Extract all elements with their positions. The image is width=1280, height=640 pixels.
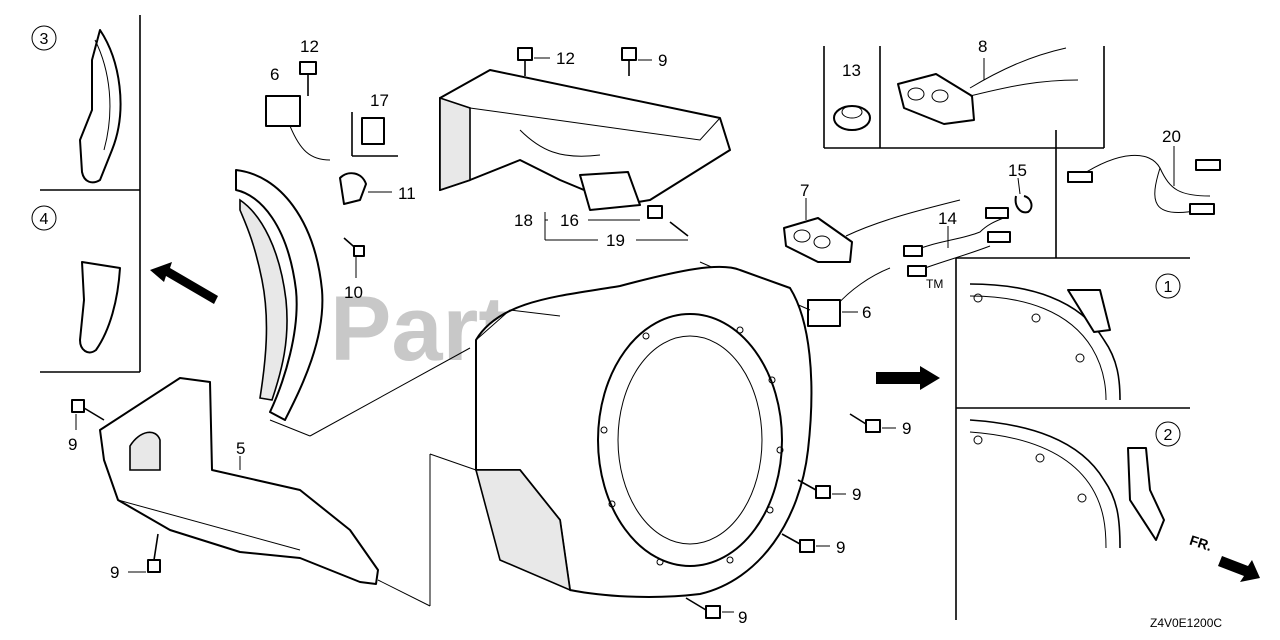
inset-2-label: 2: [1164, 427, 1173, 444]
part-9-bolt-bottom: 9: [685, 597, 747, 627]
callout-14: 14: [938, 209, 957, 228]
part-air-guide: [439, 69, 731, 211]
part-12-bolt-center: 12: [517, 47, 575, 76]
callout-19: 19: [606, 231, 625, 250]
fr-label: FR.: [1188, 532, 1214, 554]
callout-9-left: 9: [68, 435, 77, 454]
inset-frame-right: [955, 257, 1190, 620]
callout-12-left: 12: [300, 37, 319, 56]
callout-7: 7: [800, 181, 809, 200]
diagram-code: Z4V0E1200C: [1150, 616, 1222, 630]
callout-6-right: 6: [862, 303, 871, 322]
inset-frame-top-right: [823, 46, 1105, 149]
part-5-lower-shroud: 5: [99, 377, 431, 607]
inset-4-circle: [31, 205, 57, 231]
callout-9-center-1: 9: [852, 485, 861, 504]
callout-9-top: 9: [658, 51, 667, 70]
part-9-bolt-top: 9: [621, 47, 667, 76]
part-fan-shroud: [429, 265, 813, 606]
direction-arrow-icon: [150, 262, 218, 304]
callout-5: 5: [236, 439, 245, 458]
callout-9-center-2: 9: [836, 538, 845, 557]
inset-1-circle: [1155, 273, 1181, 299]
part-6-pulser-left: 6: [265, 65, 331, 161]
part-10-bolt: 10: [343, 237, 365, 302]
part-14-harness: 14: [903, 207, 1011, 277]
part-9-bolt-center-2: 9: [781, 533, 845, 557]
callout-9-right: 9: [902, 419, 911, 438]
part-16-18-19-hardware: 18 16 19: [514, 205, 689, 250]
cover-variant-3: [79, 29, 122, 184]
part-9-bolt-bottom-left: 9: [110, 533, 161, 582]
inset-3: 3: [31, 25, 122, 184]
inset-frame-left: [40, 15, 141, 373]
callout-17: 17: [370, 91, 389, 110]
part-8-sensor: 8: [897, 37, 1079, 125]
callout-10: 10: [344, 283, 363, 302]
callout-12-center: 12: [556, 49, 575, 68]
callout-9-bottom-left: 9: [110, 563, 119, 582]
part-13-grommet: 13: [833, 61, 871, 131]
callout-18: 18: [514, 211, 533, 230]
part-6-pulser-right: 6: [807, 267, 891, 327]
callout-6-left: 6: [270, 65, 279, 84]
watermark-trademark: TM: [926, 277, 943, 291]
part-9-bolt-center-1: 9: [797, 479, 861, 504]
callout-16: 16: [560, 211, 579, 230]
part-15-clip: 15: [1008, 161, 1033, 214]
part-9-bolt-right: 9: [849, 413, 911, 438]
part-11-clamp: 11: [339, 172, 416, 205]
inset-2: 2: [969, 419, 1181, 549]
part-12-bolt-left: 12: [299, 37, 319, 96]
part-7-sensor: 7: [783, 181, 961, 263]
callout-13: 13: [842, 61, 861, 80]
inset-1-label: 1: [1164, 279, 1173, 296]
callout-15: 15: [1008, 161, 1027, 180]
part-shroud-cover-left: [235, 169, 471, 437]
callout-9-bottom: 9: [738, 608, 747, 627]
cover-variant-4: [79, 261, 121, 354]
inset-3-circle: [31, 25, 57, 51]
inset-4-label: 4: [40, 211, 49, 228]
inset-3-label: 3: [40, 31, 49, 48]
part-9-bolt-left: 9: [68, 399, 105, 454]
callout-11: 11: [398, 184, 416, 203]
front-arrow-icon: FR.: [1188, 532, 1260, 582]
inset-1: 1: [969, 273, 1181, 401]
inset-2-circle: [1155, 421, 1181, 447]
callout-8: 8: [978, 37, 987, 56]
part-17-clip: 17: [351, 91, 398, 157]
side-arrow-icon: [876, 366, 940, 390]
part-20-harness: 20: [1067, 127, 1221, 215]
inset-4: 4: [31, 205, 121, 354]
callout-20: 20: [1162, 127, 1181, 146]
